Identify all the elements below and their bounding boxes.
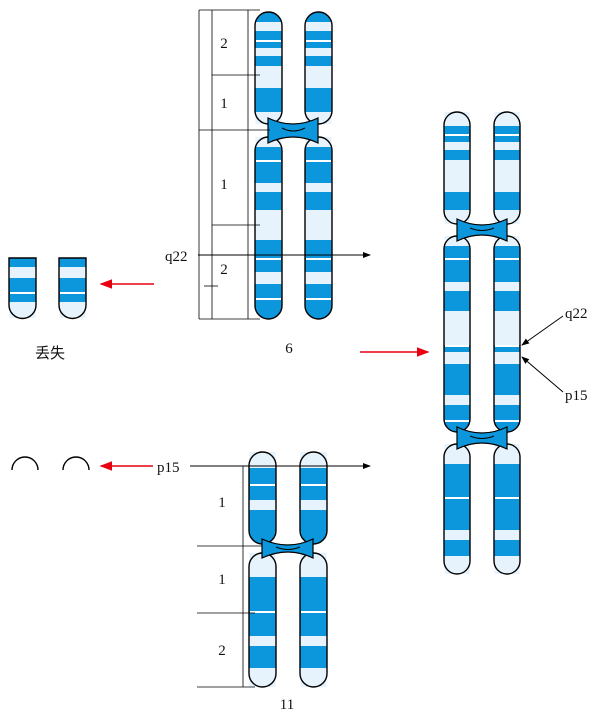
- derivative-label: p15: [565, 388, 588, 404]
- chr11-number-label: 11: [280, 697, 294, 713]
- chr6-region-label: 1: [220, 177, 228, 193]
- chromosome-11-centromere: [261, 538, 314, 559]
- p15-pointer: [521, 356, 564, 393]
- chr11-region-label: 1: [218, 495, 226, 511]
- chromosome-6-left-arm: [254, 11, 283, 320]
- chromosome-6-region-guides: [198, 9, 270, 320]
- lost-fragment: [8, 257, 87, 320]
- chromosome-6-region-labels: 2 1 1 2: [220, 36, 228, 278]
- chr6-region-label: 2: [220, 36, 228, 52]
- derivative-junction: [456, 426, 508, 450]
- chromosome-11-left-arm: [248, 451, 277, 688]
- chr6-region-label: 2: [220, 262, 228, 278]
- chromosome-11-region-guides: [197, 466, 262, 688]
- q22-pointer: [521, 315, 564, 346]
- derivative-chromosome: q22 p15: [443, 111, 588, 575]
- telomere-caps: [11, 456, 90, 471]
- chr11-region-label: 2: [218, 643, 226, 659]
- chromosome-11: 1 1 2 p15 11: [157, 451, 371, 713]
- lost-label: 丢失: [35, 345, 65, 362]
- chromosome-11-region-labels: 1 1 2: [218, 495, 226, 659]
- chr6-number-label: 6: [285, 341, 293, 357]
- chr6-region-label: 1: [220, 96, 228, 112]
- derivative-label: q22: [565, 306, 588, 322]
- derivative-left-arm: [443, 111, 471, 575]
- chr6-breakpoint-label: q22: [165, 249, 188, 265]
- chromosome-11-right-arm: [299, 451, 328, 688]
- chr11-region-label: 1: [218, 572, 226, 588]
- chromosome-6-centromere: [267, 117, 319, 144]
- chromosome-6: 2 1 1 2 q22 6: [165, 9, 371, 357]
- chromosome-6-right-arm: [304, 11, 333, 320]
- derivative-right-arm: [493, 111, 521, 575]
- derivative-centromere: [456, 218, 508, 242]
- chr11-breakpoint-label: p15: [157, 460, 180, 476]
